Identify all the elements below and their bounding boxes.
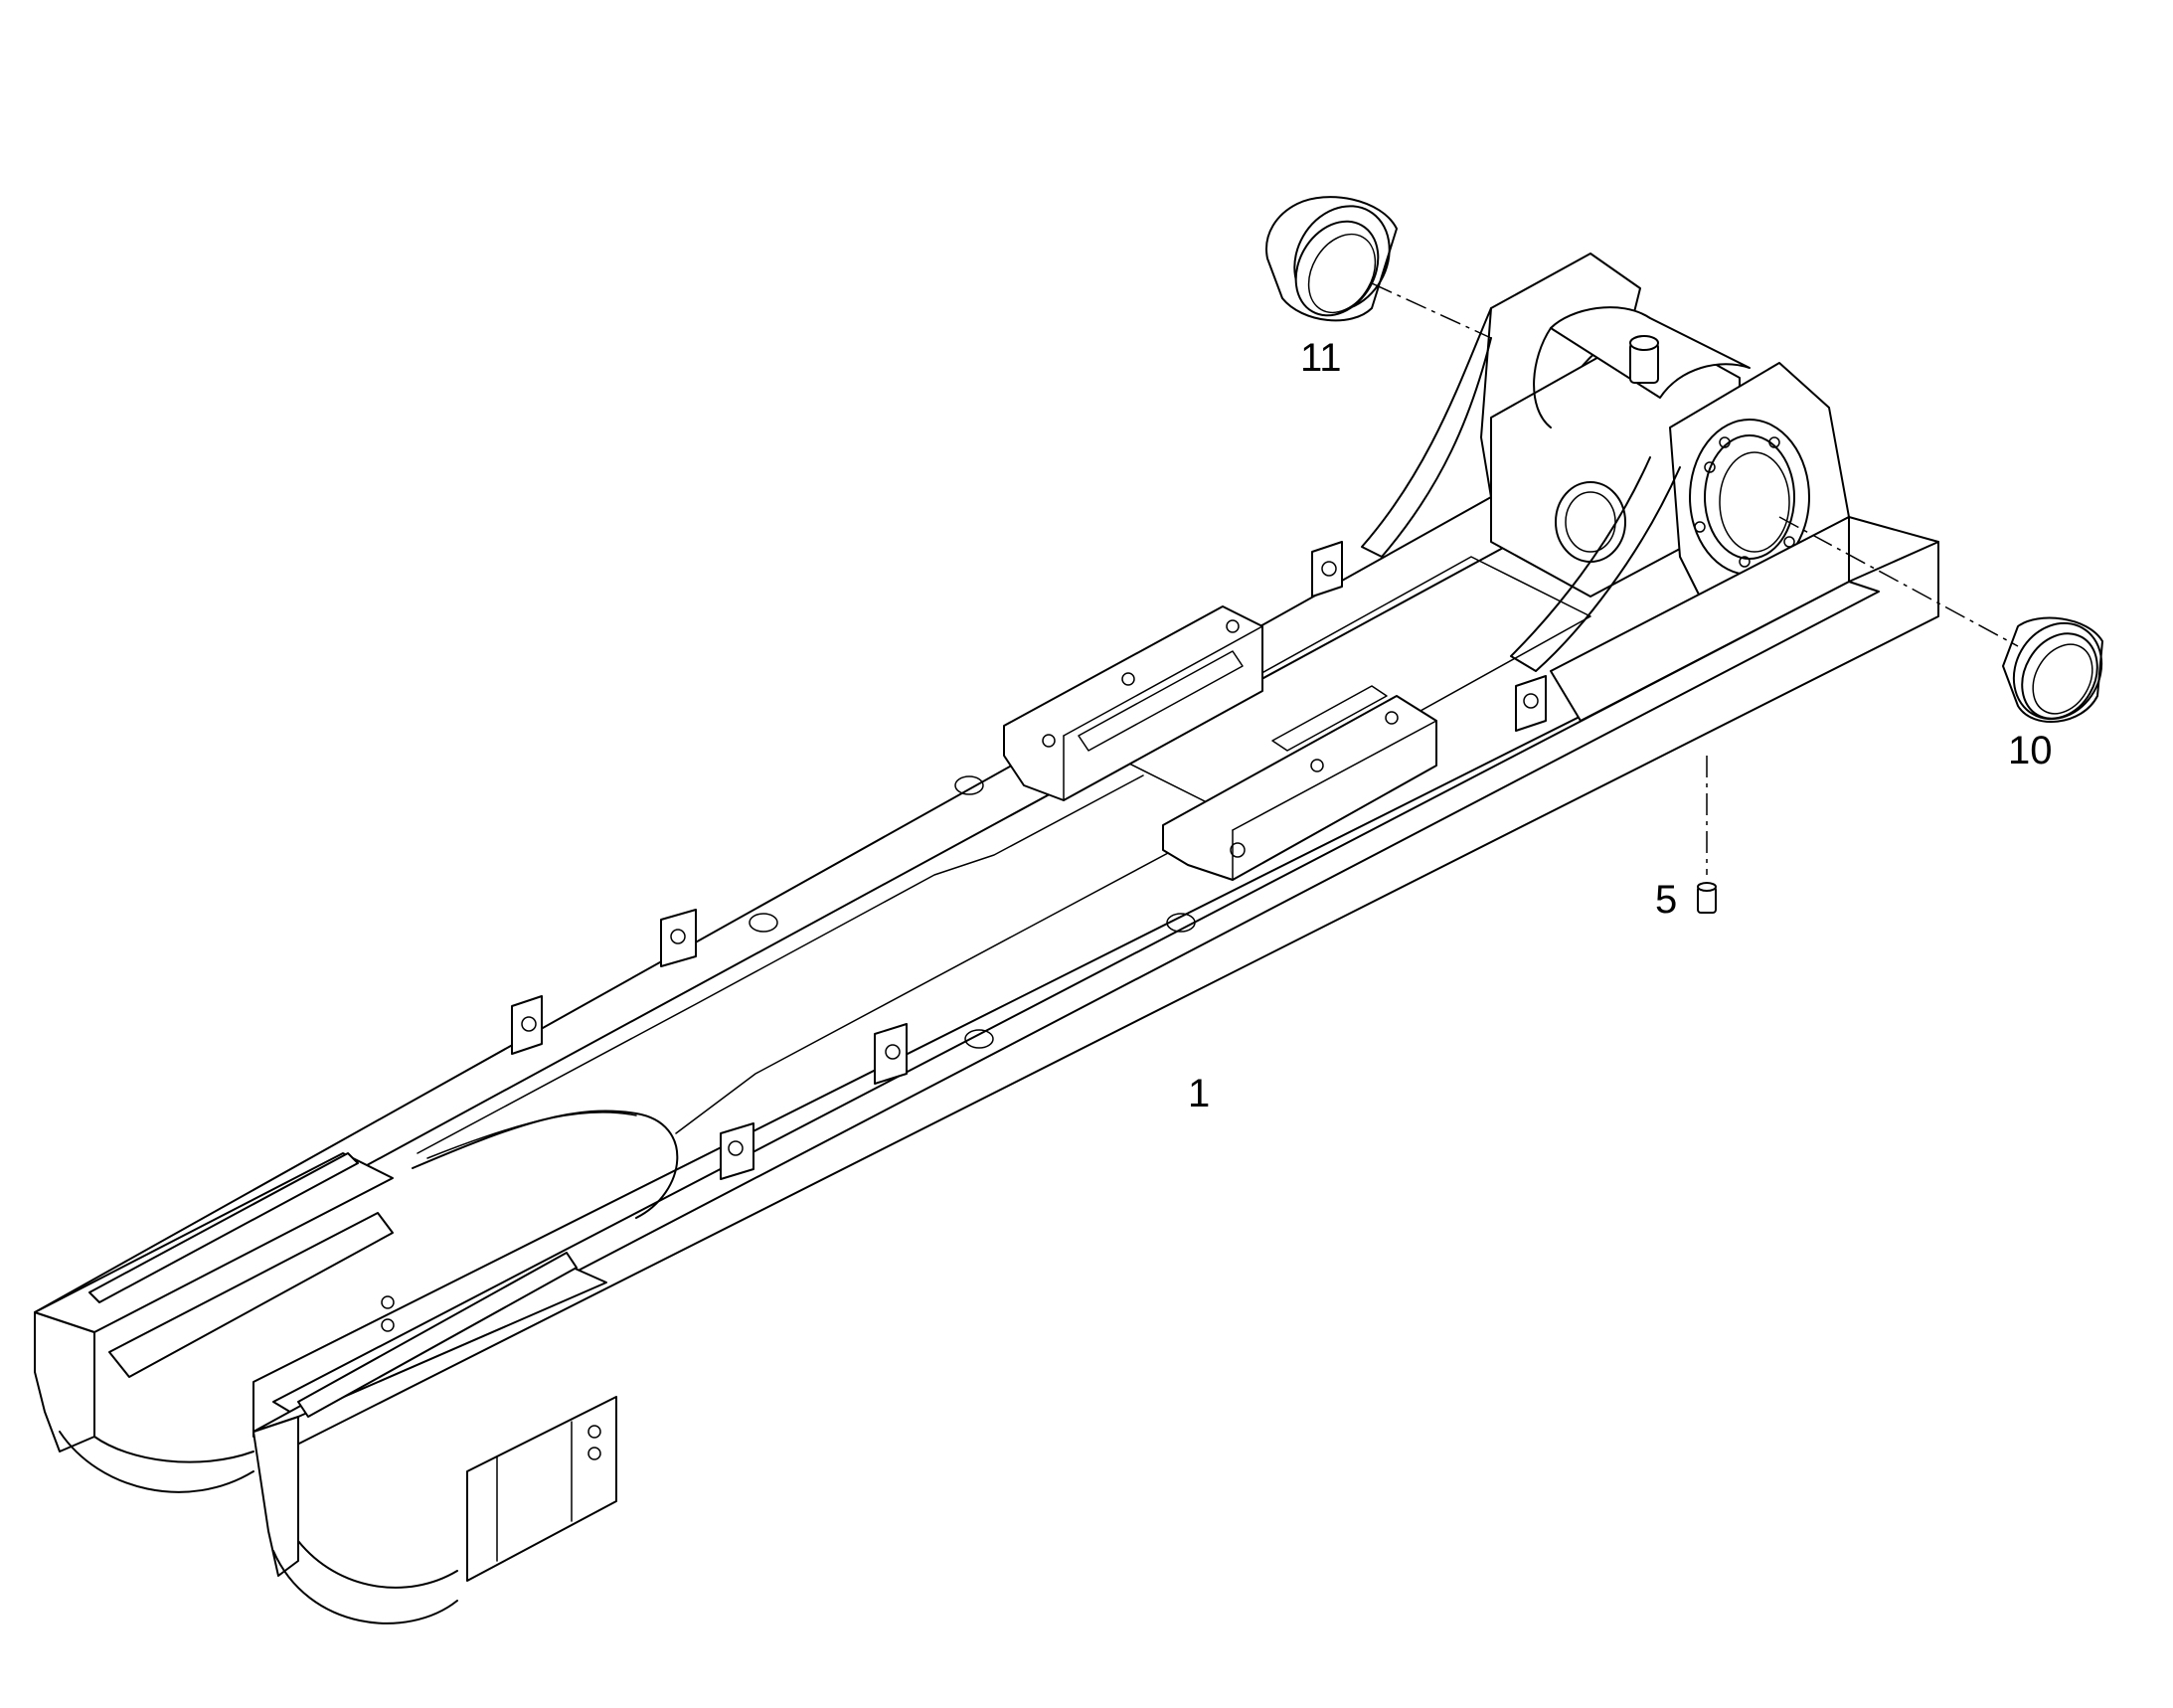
guide-block-3 (720, 1122, 754, 1180)
wear-strip-1 (88, 1152, 359, 1303)
callout-part-5: 5 (1655, 878, 1678, 922)
inner-slot (412, 1110, 679, 1219)
guide-block-5 (1311, 541, 1343, 598)
guide-block-4 (874, 1023, 908, 1085)
grease-fitting-5 (1697, 882, 1717, 914)
frame-end-right (252, 1416, 299, 1577)
guide-block-1 (511, 995, 543, 1055)
main-frame (34, 253, 1939, 1624)
frame-end-left (34, 1311, 95, 1452)
trunnion-housing (1361, 253, 1850, 722)
callout-part-10: 10 (2008, 729, 2053, 772)
callout-part-1: 1 (1188, 1072, 1211, 1115)
bushing-11 (1265, 196, 1398, 322)
guide-block-6 (1515, 675, 1547, 732)
wear-strip-3 (297, 1252, 578, 1418)
guide-block-2 (660, 909, 697, 967)
slide-block-right (1162, 685, 1437, 881)
bushing-10 (2002, 616, 2103, 723)
callout-part-11: 11 (1300, 336, 1342, 380)
slide-block-left (1003, 605, 1263, 801)
wear-strip-2 (108, 1212, 394, 1378)
leader-lines (1371, 282, 2019, 875)
support-bracket (466, 1396, 617, 1582)
